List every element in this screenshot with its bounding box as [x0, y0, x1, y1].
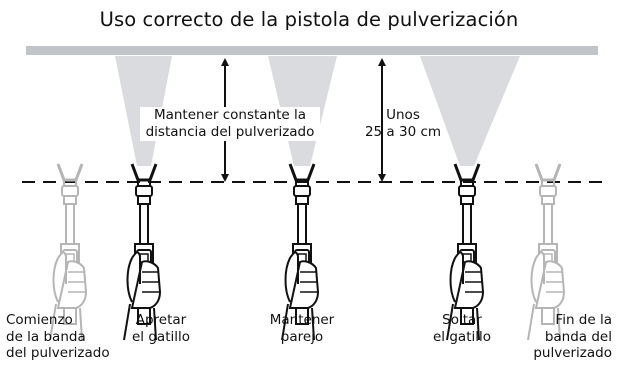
diagram-title: Uso correcto de la pistola de pulverizac… — [99, 8, 519, 31]
caption-release-line2: el gatillo — [433, 328, 491, 345]
caption-end-line2: banda del — [544, 328, 612, 345]
caption-end-line1: Fin de la — [555, 312, 612, 328]
caption-trigger: Apretar el gatillo — [121, 312, 201, 345]
caption-steady-line1: Mantener — [269, 312, 335, 328]
caption-end: Fin de la banda del pulverizado — [508, 312, 612, 362]
caption-trigger-line1: Apretar — [135, 312, 187, 328]
caption-steady: Mantener parejo — [262, 312, 342, 345]
range-note-line2: 25 a 30 cm — [364, 124, 442, 140]
caption-release: Soltar el gatillo — [422, 312, 502, 345]
caption-end-line3: pulverizado — [533, 345, 612, 361]
range-note-line1: Unos — [386, 107, 420, 123]
caption-steady-line2: parejo — [280, 328, 324, 345]
caption-start-line3: del pulverizado — [6, 345, 110, 361]
caption-start: Comienzo de la banda del pulverizado — [6, 312, 110, 362]
caption-start-line2: de la banda — [6, 328, 86, 345]
distance-note: Mantener constante la distancia del pulv… — [140, 107, 320, 141]
caption-trigger-line2: el gatillo — [132, 328, 190, 345]
distance-note-line2: distancia del pulverizado — [145, 124, 315, 140]
range-note: Unos 25 a 30 cm — [358, 107, 448, 141]
spray-fan-release — [420, 56, 520, 166]
spray-surface — [26, 46, 598, 55]
distance-note-line1: Mantener constante la — [153, 107, 307, 123]
caption-start-line1: Comienzo — [6, 312, 73, 328]
caption-release-line1: Soltar — [442, 312, 482, 328]
